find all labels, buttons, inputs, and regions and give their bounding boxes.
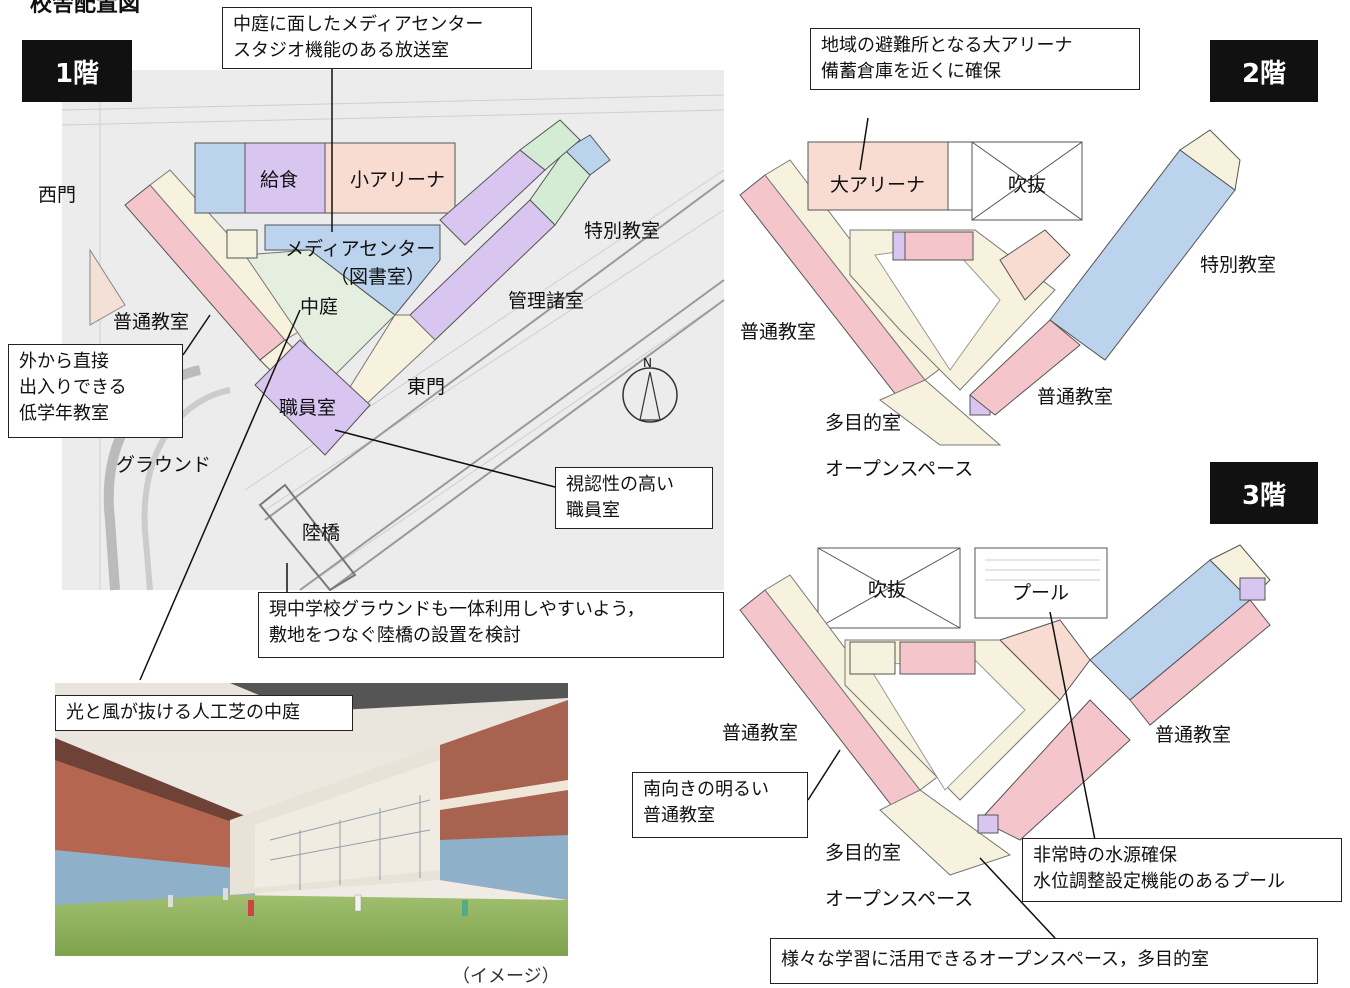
label-staff-room: 職員室 — [279, 397, 337, 419]
callout-bridge-line2: 敷地をつなぐ陸橋の設置を検討 — [269, 625, 521, 646]
callout-lower-grade-line2: 出入りできる — [19, 377, 127, 398]
callout-lower-grade-line3: 低学年教室 — [19, 403, 109, 424]
callout-large-arena: 地域の避難所となる大アリーナ 備蓄倉庫を近くに確保 — [810, 28, 1140, 90]
callout-staff-room: 視認性の高い 職員室 — [555, 467, 713, 529]
compass-north: N — [643, 356, 652, 370]
callout-staff-room-line2: 職員室 — [566, 500, 620, 521]
callout-open-space: 様々な学習に活用できるオープンスペース，多目的室 — [770, 938, 1318, 984]
label-regular-classroom-f3-left: 普通教室 — [722, 722, 799, 744]
callout-bridge-line1: 現中学校グラウンドも一体利用しやすいよう， — [269, 599, 645, 620]
callout-media-center-line1: 中庭に面したメディアセンター — [233, 14, 484, 35]
callout-bridge: 現中学校グラウンドも一体利用しやすいよう， 敷地をつなぐ陸橋の設置を検討 — [258, 592, 724, 658]
label-small-arena: 小アリーナ — [350, 169, 446, 191]
floor2-tag: 2階 — [1210, 40, 1318, 102]
label-courtyard-f1: 中庭 — [300, 296, 339, 318]
label-large-arena: 大アリーナ — [830, 174, 926, 196]
label-atrium-f3: 吹抜 — [868, 579, 907, 601]
label-library: （図書室） — [330, 266, 426, 288]
label-open-space-f2: オープンスペース — [825, 458, 974, 480]
callout-large-arena-line2: 備蓄倉庫を近くに確保 — [821, 61, 1001, 82]
label-multipurpose-f2: 多目的室 — [825, 412, 902, 434]
floor1-tag: 1階 — [22, 40, 132, 102]
callout-media-center-line2: スタジオ機能のある放送室 — [233, 40, 449, 61]
callout-south-classroom: 南向きの明るい 普通教室 — [632, 772, 808, 838]
callout-south-classroom-line1: 南向きの明るい — [643, 779, 769, 800]
label-regular-classroom-f2-left: 普通教室 — [740, 321, 817, 343]
label-multipurpose-f3: 多目的室 — [825, 842, 902, 864]
image-caption: （イメージ） — [452, 966, 560, 987]
callout-large-arena-line1: 地域の避難所となる大アリーナ — [821, 35, 1073, 56]
callout-staff-room-line1: 視認性の高い — [566, 474, 674, 495]
callout-lower-grade: 外から直接 出入りできる 低学年教室 — [8, 344, 183, 438]
label-special-classroom-f1: 特別教室 — [584, 220, 661, 242]
callout-courtyard-line1: 光と風が抜ける人工芝の中庭 — [66, 702, 300, 723]
label-kyushoku: 給食 — [260, 169, 299, 191]
label-admin-rooms: 管理諸室 — [508, 290, 585, 312]
label-ground: グラウンド — [116, 454, 212, 476]
label-open-space-f3: オープンスペース — [825, 888, 974, 910]
callout-pool: 非常時の水源確保 水位調整設定機能のあるプール — [1022, 838, 1342, 902]
label-media-center: メディアセンター — [285, 238, 436, 260]
label-atrium-f2: 吹抜 — [1008, 174, 1047, 196]
label-pool: プール — [1012, 582, 1070, 604]
callout-south-classroom-line2: 普通教室 — [643, 805, 715, 826]
callout-courtyard: 光と風が抜ける人工芝の中庭 — [55, 695, 353, 731]
callout-open-space-line1: 様々な学習に活用できるオープンスペース，多目的室 — [781, 949, 1210, 970]
label-bridge: 陸橋 — [302, 522, 341, 544]
label-regular-classroom-f3-right: 普通教室 — [1155, 724, 1232, 746]
label-regular-classroom-f2-right: 普通教室 — [1037, 386, 1114, 408]
callout-media-center: 中庭に面したメディアセンター スタジオ機能のある放送室 — [222, 7, 532, 69]
label-west-gate: 西門 — [38, 184, 77, 206]
page-title: 校舎配置図 — [30, 0, 141, 17]
callout-pool-line1: 非常時の水源確保 — [1033, 845, 1177, 866]
label-east-gate: 東門 — [407, 376, 446, 398]
label-regular-classroom-f1: 普通教室 — [113, 311, 190, 333]
floor3-tag: 3階 — [1210, 462, 1318, 524]
callout-lower-grade-line1: 外から直接 — [19, 351, 109, 372]
label-special-classroom-f2: 特別教室 — [1200, 254, 1277, 276]
callout-pool-line2: 水位調整設定機能のあるプール — [1033, 871, 1285, 892]
